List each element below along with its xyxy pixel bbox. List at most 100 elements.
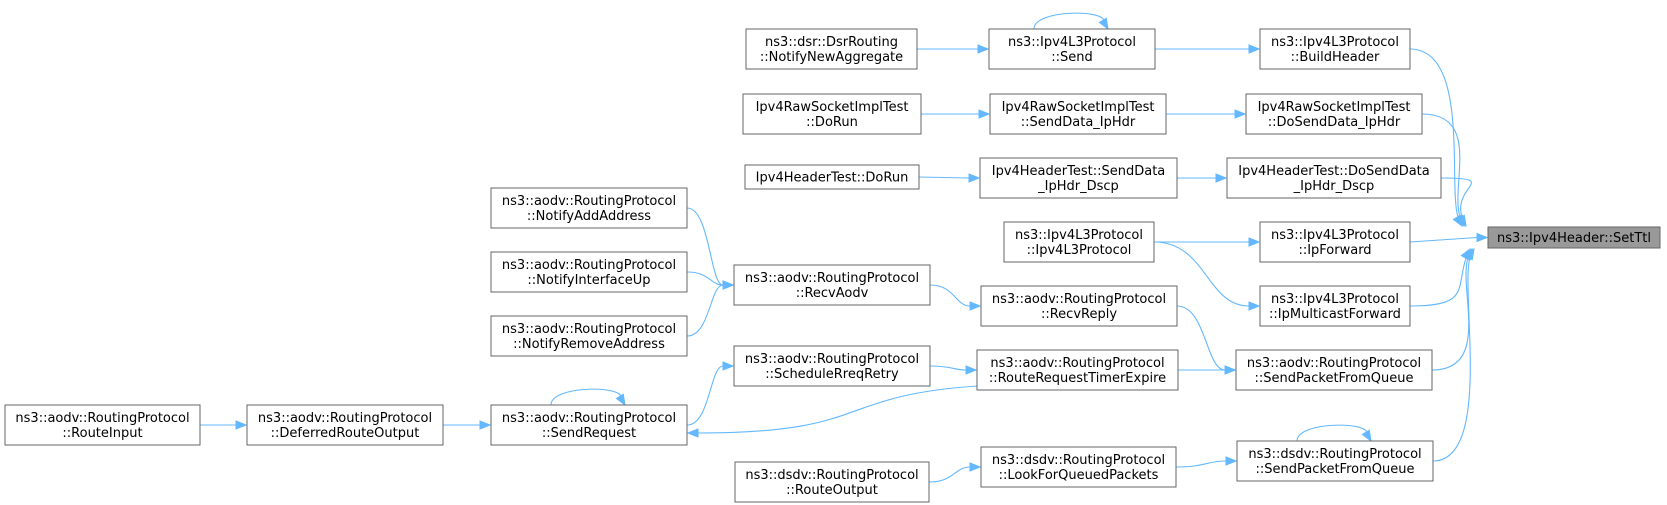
- edge-routerequesttimerexpire-to-aodv_sendpacketfromqueue: [1178, 365, 1237, 375]
- edge-dsdv_routeoutput-to-lookforqueuedpackets: [928, 462, 982, 483]
- arrowhead-icon: [1234, 109, 1247, 119]
- node-box: [490, 315, 688, 357]
- node-ipv4l3-send[interactable]: ns3::Ipv4L3Protocol::Send: [988, 28, 1156, 70]
- node-box: [1236, 440, 1434, 482]
- node-notifyinterfaceup[interactable]: ns3::aodv::RoutingProtocol::NotifyInterf…: [490, 251, 688, 293]
- node-ipmulticastforward[interactable]: ns3::Ipv4L3Protocol::IpMulticastForward: [1259, 285, 1411, 327]
- node-notifyremoveaddress[interactable]: ns3::aodv::RoutingProtocol::NotifyRemove…: [490, 315, 688, 357]
- node-label-line: ::NotifyInterfaceUp: [527, 273, 650, 288]
- node-label-line: ns3::aodv::RoutingProtocol: [502, 411, 676, 426]
- arrowhead-icon: [235, 420, 248, 430]
- node-label-line: ns3::aodv::RoutingProtocol: [502, 194, 676, 209]
- edge-line: [686, 271, 724, 286]
- node-label-line: ns3::Ipv4L3Protocol: [1008, 35, 1136, 50]
- edge-line: [1176, 305, 1226, 371]
- node-ipforward[interactable]: ns3::Ipv4L3Protocol::IpForward: [1259, 221, 1411, 263]
- node-label-line: ::DeferredRouteOutput: [271, 426, 420, 441]
- edge-line: [929, 284, 971, 307]
- arrowhead-icon: [615, 393, 626, 407]
- node-ipv4l3-ctor[interactable]: ns3::Ipv4L3Protocol::Ipv4L3Protocol: [1003, 221, 1155, 263]
- node-label-line: ::SendRequest: [542, 426, 636, 441]
- node-dsdv-routeoutput[interactable]: ns3::dsdv::RoutingProtocol::RouteOutput: [734, 461, 930, 503]
- node-settl[interactable]: ns3::Ipv4Header::SetTtl: [1487, 226, 1661, 249]
- edge-buildheader-to-settl: [1409, 48, 1463, 228]
- node-buildheader[interactable]: ns3::Ipv4L3Protocol::BuildHeader: [1259, 28, 1411, 70]
- edge-ipmulticastforward-to-settl: [1409, 247, 1471, 307]
- node-lookforqueuedpackets[interactable]: ns3::dsdv::RoutingProtocol::LookForQueue…: [980, 446, 1177, 488]
- arrowhead-icon: [1248, 237, 1261, 247]
- node-box: [745, 28, 918, 70]
- edge-line: [1440, 177, 1472, 218]
- node-label-line: Ipv4HeaderTest::DoRun: [756, 171, 909, 186]
- node-box: [744, 164, 920, 190]
- call-edges: [200, 12, 1489, 483]
- node-sendrequest[interactable]: ns3::aodv::RoutingProtocol::SendRequest: [490, 404, 688, 446]
- node-label-line: ::IpForward: [1298, 243, 1371, 258]
- edge-line: [1033, 12, 1105, 30]
- arrowhead-icon: [722, 280, 735, 290]
- node-deferredrouteoutput[interactable]: ns3::aodv::RoutingProtocol::DeferredRout…: [246, 404, 444, 446]
- arrowhead-icon: [1476, 232, 1489, 243]
- node-box: [1235, 349, 1433, 391]
- edge-rawtest_dorun-to-senddata_iphdr: [921, 109, 991, 119]
- node-dosenddata-iphdr[interactable]: Ipv4RawSocketImplTest::DoSendData_IpHdr: [1245, 93, 1423, 135]
- edge-ipv4l3_send-to-buildheader: [1155, 44, 1261, 54]
- node-dosenddata-dscp[interactable]: Ipv4HeaderTest::DoSendData_IpHdr_Dscp: [1226, 157, 1442, 199]
- node-box: [734, 461, 930, 503]
- edge-line: [1409, 236, 1478, 243]
- node-label-line: ns3::aodv::RoutingProtocol: [502, 322, 676, 337]
- node-schedulerreqretry[interactable]: ns3::aodv::RoutingProtocol::ScheduleRreq…: [733, 345, 931, 387]
- node-recvreply[interactable]: ns3::aodv::RoutingProtocol::RecvReply: [980, 285, 1178, 327]
- node-box: [1487, 226, 1661, 249]
- edge-senddata_iphdr-to-dosenddata_iphdr: [1166, 109, 1247, 119]
- edge-line: [686, 365, 724, 426]
- node-label-line: ::ScheduleRreqRetry: [765, 367, 899, 382]
- edge-line: [1432, 257, 1471, 462]
- node-label-line: ::SendData_IpHdr: [1021, 115, 1136, 130]
- node-box: [733, 345, 931, 387]
- node-headertest-dorun[interactable]: Ipv4HeaderTest::DoRun: [744, 164, 920, 190]
- node-rawtest-dorun[interactable]: Ipv4RawSocketImplTest::DoRun: [742, 93, 922, 135]
- node-label-line: ns3::dsdv::RoutingProtocol: [745, 468, 918, 483]
- edge-line: [1296, 424, 1368, 442]
- node-box: [980, 285, 1178, 327]
- node-label-line: Ipv4HeaderTest::SendData: [992, 164, 1166, 179]
- node-aodv-sendpacketfromqueue[interactable]: ns3::aodv::RoutingProtocol::SendPacketFr…: [1235, 349, 1433, 391]
- node-box: [979, 157, 1178, 199]
- node-label-line: ns3::aodv::RoutingProtocol: [992, 292, 1166, 307]
- node-box: [1003, 221, 1155, 263]
- edge-recvreply-to-aodv_sendpacketfromqueue: [1176, 305, 1237, 375]
- node-routeinput[interactable]: ns3::aodv::RoutingProtocol::RouteInput: [4, 404, 201, 446]
- node-box: [490, 251, 688, 293]
- node-label-line: ::SendPacketFromQueue: [1255, 371, 1414, 386]
- node-box: [733, 264, 931, 306]
- node-box: [989, 93, 1167, 135]
- edge-line: [686, 284, 724, 337]
- node-senddata-dscp[interactable]: Ipv4HeaderTest::SendData_IpHdr_Dscp: [979, 157, 1178, 199]
- node-routerequesttimerexpire[interactable]: ns3::aodv::RoutingProtocol::RouteRequest…: [976, 349, 1179, 391]
- arrowhead-icon: [1464, 247, 1475, 261]
- node-senddata-iphdr[interactable]: Ipv4RawSocketImplTest::SendData_IpHdr: [989, 93, 1167, 135]
- node-dsdv-sendpacketfromqueue[interactable]: ns3::dsdv::RoutingProtocol::SendPacketFr…: [1236, 440, 1434, 482]
- node-label-line: ns3::aodv::RoutingProtocol: [745, 352, 919, 367]
- node-box: [4, 404, 201, 446]
- node-label-line: ns3::aodv::RoutingProtocol: [258, 411, 432, 426]
- node-box: [1259, 221, 1411, 263]
- node-label-line: ns3::dsdv::RoutingProtocol: [1248, 447, 1421, 462]
- node-notifynewaggregate[interactable]: ns3::dsr::DsrRouting::NotifyNewAggregate: [745, 28, 918, 70]
- node-box: [490, 187, 688, 229]
- arrowhead-icon: [722, 361, 735, 371]
- node-label-line: ns3::dsr::DsrRouting: [765, 35, 898, 50]
- node-label-line: ns3::Ipv4L3Protocol: [1015, 228, 1143, 243]
- node-notifyaddaddress[interactable]: ns3::aodv::RoutingProtocol::NotifyAddAdd…: [490, 187, 688, 229]
- node-box: [980, 446, 1177, 488]
- arrowhead-icon: [1215, 173, 1228, 183]
- node-label-line: ns3::dsdv::RoutingProtocol: [992, 453, 1165, 468]
- arrowhead-icon: [969, 462, 982, 472]
- node-label-line: ::RouteRequestTimerExpire: [989, 371, 1166, 386]
- edge-line: [550, 388, 622, 406]
- edge-notifynewaggregate-to-ipv4l3_send: [917, 44, 990, 54]
- node-label-line: ::Send: [1051, 50, 1093, 65]
- node-recvaodv[interactable]: ns3::aodv::RoutingProtocol::RecvAodv: [733, 264, 931, 306]
- node-label-line: ::NotifyRemoveAddress: [513, 337, 665, 352]
